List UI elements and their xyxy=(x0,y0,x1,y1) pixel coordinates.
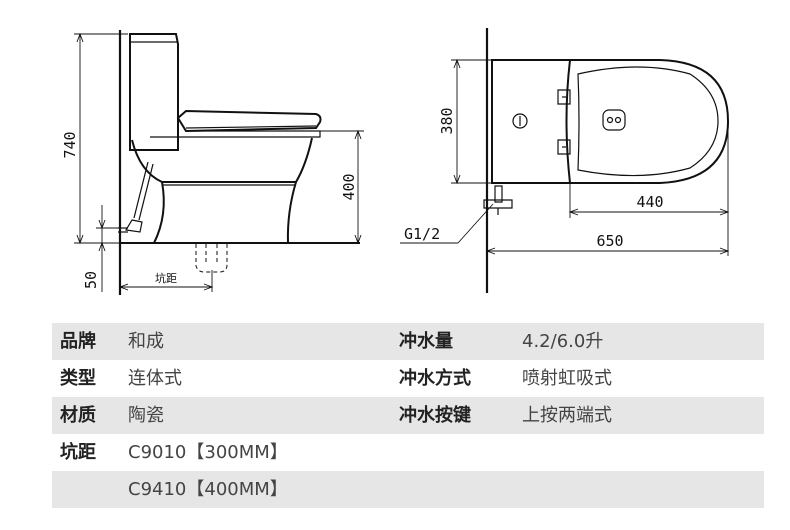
spec-label: 类型 xyxy=(60,368,96,389)
spec-value: 和成 xyxy=(128,331,164,352)
spec-value: 上按两端式 xyxy=(522,405,612,426)
height-total-label: 740 xyxy=(61,131,79,158)
spec-label: 冲水量 xyxy=(399,331,453,352)
spec-label: 冲水方式 xyxy=(399,368,471,389)
spec-value: 连体式 xyxy=(128,368,182,389)
spec-value: 喷射虹吸式 xyxy=(522,368,612,389)
spec-label: 冲水按键 xyxy=(399,405,471,426)
spec-row: 材质 陶瓷 冲水按键 上按两端式 xyxy=(52,397,764,434)
spec-label: 材质 xyxy=(60,405,96,426)
technical-drawing: 740 400 50 坑距 xyxy=(61,28,730,295)
total-length-label: 650 xyxy=(596,232,623,250)
spec-row: 品牌 和成 冲水量 4.2/6.0升 xyxy=(52,323,764,360)
spec-label: 品牌 xyxy=(60,331,96,352)
rough-in-label: 坑距 xyxy=(155,271,177,285)
bowl-length-label: 440 xyxy=(636,193,663,211)
spec-row: C9410【400MM】 xyxy=(52,471,764,508)
spec-value: C9410【400MM】 xyxy=(128,479,288,500)
spec-value: C9010【300MM】 xyxy=(128,442,288,463)
spec-row: 类型 连体式 冲水方式 喷射虹吸式 xyxy=(52,360,764,397)
spec-label: 坑距 xyxy=(60,442,96,463)
tank-depth-label: 380 xyxy=(438,107,456,134)
side-view-drawing: 740 400 50 坑距 xyxy=(61,30,364,295)
spec-table: 品牌 和成 冲水量 4.2/6.0升类型 连体式 冲水方式 喷射虹吸式材质 陶瓷 冲水按键 上按两… xyxy=(52,323,764,508)
inlet-thread-label: G1/2 xyxy=(404,225,440,243)
offset-bottom-label: 50 xyxy=(82,271,100,289)
spec-value: 陶瓷 xyxy=(128,405,164,426)
spec-value: 4.2/6.0升 xyxy=(522,331,604,352)
height-seat-label: 400 xyxy=(340,173,358,200)
spec-row: 坑距 C9010【300MM】 xyxy=(52,434,764,471)
top-view-drawing: 380 440 650 G1/2 xyxy=(400,28,730,293)
